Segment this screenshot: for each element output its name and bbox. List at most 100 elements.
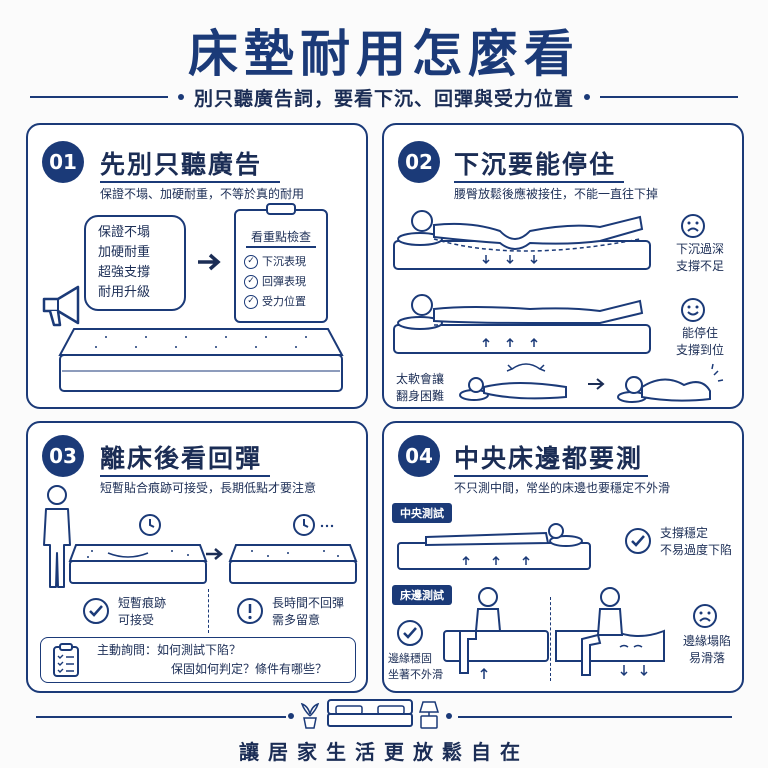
edge-sitting-stable-illustration bbox=[443, 587, 549, 679]
footer-divider-right bbox=[458, 716, 732, 718]
arrow-right-icon bbox=[206, 548, 223, 560]
panel-desc: 腰臀放鬆後應被接住，不能一直往下掉 bbox=[454, 187, 659, 201]
checklist-clipboard: 看重點檢查 ✓ 下沉表現 ✓ 回彈表現 ✓ 受力位置 bbox=[234, 203, 328, 323]
mattress-illustration bbox=[58, 328, 344, 392]
arrow-right-icon bbox=[588, 378, 605, 390]
label-line: 邊緣塌陷 bbox=[682, 634, 731, 648]
checklist-title: 看重點檢查 bbox=[250, 230, 311, 244]
check-icon bbox=[625, 528, 651, 554]
label-sink-bad: 下沉過深 支撐不足 bbox=[664, 241, 736, 275]
standing-person-illustration bbox=[43, 485, 71, 588]
tag-center-test: 中央測試 bbox=[392, 503, 452, 523]
panel-desc: 保證不塌、加硬耐重，不等於真的耐用 bbox=[100, 187, 305, 201]
tag-edge-test: 床邊測試 bbox=[392, 585, 452, 605]
checklist-label: 受力位置 bbox=[262, 295, 306, 308]
title-underline bbox=[100, 475, 270, 477]
divider-left bbox=[30, 96, 168, 98]
panel-title: 先別只聽廣告 bbox=[100, 150, 263, 179]
clock-icon bbox=[293, 514, 334, 536]
divider-dot bbox=[584, 94, 591, 100]
label-edge-good: 邊緣穩固 坐著不外滑 bbox=[388, 651, 443, 683]
happy-face-icon bbox=[681, 298, 705, 322]
label-line: 坐著不外滑 bbox=[388, 668, 443, 681]
label-line: 可接受 bbox=[118, 613, 155, 627]
label-line: 不易過度下陷 bbox=[660, 543, 733, 557]
clipboard-icon bbox=[53, 643, 79, 677]
check-icon: ✓ bbox=[244, 254, 258, 269]
label-line: 支撐不足 bbox=[675, 259, 724, 273]
page-subtitle: 別只聽廣告詞，要看下沉、回彈與受力位置 bbox=[194, 87, 575, 110]
clipboard-clip-icon bbox=[266, 203, 296, 215]
title-underline bbox=[454, 475, 648, 477]
label-line: 短暫痕跡 bbox=[118, 596, 167, 610]
label-edge-bad: 邊緣塌陷 易滑落 bbox=[676, 633, 738, 667]
arrow-right-icon bbox=[198, 253, 221, 271]
ask-box: 主動詢問：如何測試下陷？ 保固如何判定？條件有哪些？ bbox=[40, 637, 356, 683]
panel-sink: 02 下沉要能停住 腰臀放鬆後應被接住，不能一直往下掉 下沉過深 支撐不足 能停… bbox=[382, 123, 744, 409]
label-line: 翻身困難 bbox=[396, 389, 445, 403]
mattress-recovered-illustration bbox=[228, 544, 358, 584]
checklist-divider bbox=[246, 246, 316, 248]
label-line: 支撐到位 bbox=[675, 343, 724, 357]
turned-sleeper-illustration bbox=[617, 363, 724, 403]
lamp-icon bbox=[418, 701, 440, 729]
title-underline bbox=[100, 181, 280, 183]
footer-divider-left bbox=[36, 716, 286, 718]
bed-icon bbox=[327, 699, 413, 727]
checklist-item: ✓ 回彈表現 bbox=[244, 273, 306, 290]
panel-desc: 短暫貼合痕跡可接受，長期低點才要注意 bbox=[100, 481, 317, 495]
footer-text: 讓居家生活更放鬆自在 bbox=[239, 740, 529, 764]
clock-icon bbox=[139, 514, 161, 536]
section-divider bbox=[550, 597, 551, 681]
label-line: 能停住 bbox=[681, 326, 718, 340]
label-center-good: 支撐穩定 不易過度下陷 bbox=[660, 525, 732, 559]
panel-center-edge: 04 中央床邊都要測 不只測中間，常坐的床邊也要穩定不外滑 中央測試 支撐穩定 … bbox=[382, 421, 744, 693]
divider-right bbox=[600, 96, 739, 98]
panel-rebound: 03 離床後看回彈 短暫貼合痕跡可接受，長期低點才要注意 短暫痕跡 可接受 bbox=[26, 421, 368, 693]
panel-title: 下沉要能停住 bbox=[454, 150, 617, 179]
panel-number: 01 bbox=[42, 141, 84, 183]
label-line: 支撐穩定 bbox=[660, 526, 709, 540]
exclamation-icon bbox=[237, 598, 263, 624]
panel-number: 02 bbox=[398, 141, 440, 183]
ad-claim: 超強支撐 bbox=[98, 265, 151, 280]
label-line: 下沉過深 bbox=[675, 242, 724, 256]
label-line: 需多留意 bbox=[272, 613, 321, 627]
label-line: 太軟會讓 bbox=[396, 372, 445, 386]
megaphone-icon bbox=[42, 285, 80, 327]
label-rebound-warn: 長時間不回彈 需多留意 bbox=[272, 595, 344, 629]
panel-ads: 01 先別只聽廣告 保證不塌、加硬耐重，不等於真的耐用 保證不塌 加硬耐重 超強… bbox=[26, 123, 368, 409]
checklist-label: 下沉表現 bbox=[262, 255, 306, 268]
ad-claims-bubble: 保證不塌 加硬耐重 超強支撐 耐用升級 bbox=[84, 215, 186, 311]
check-icon: ✓ bbox=[244, 274, 258, 289]
label-line: 易滑落 bbox=[688, 651, 725, 665]
panel-number: 03 bbox=[42, 435, 84, 477]
ad-claim: 加硬耐重 bbox=[98, 245, 151, 260]
plant-icon bbox=[300, 702, 320, 729]
label-rebound-ok: 短暫痕跡 可接受 bbox=[118, 595, 166, 629]
footer-dot bbox=[288, 713, 294, 719]
ask-label: 主動詢問：如何測試下陷？ bbox=[97, 643, 242, 657]
panel-desc: 不只測中間，常坐的床邊也要穩定不外滑 bbox=[454, 481, 671, 495]
label-line: 長時間不回彈 bbox=[272, 596, 345, 610]
divider-dot bbox=[178, 94, 184, 100]
checklist-item: ✓ 受力位置 bbox=[244, 293, 306, 310]
label-line: 邊緣穩固 bbox=[388, 652, 432, 665]
panel-title: 離床後看回彈 bbox=[100, 444, 263, 473]
sad-face-icon bbox=[693, 604, 717, 628]
panel-title: 中央床邊都要測 bbox=[454, 444, 644, 473]
page-title: 床墊耐用怎麼看 bbox=[188, 25, 580, 83]
checklist-label: 回彈表現 bbox=[262, 275, 306, 288]
sleeper-sinking-illustration bbox=[393, 210, 651, 270]
subtitle-row: 別只聽廣告詞，要看下沉、回彈與受力位置 bbox=[30, 84, 739, 110]
label-sink-good: 能停住 支撐到位 bbox=[664, 325, 736, 359]
label-too-soft: 太軟會讓 翻身困難 bbox=[396, 371, 444, 405]
sad-face-icon bbox=[681, 214, 705, 238]
ad-claim: 耐用升級 bbox=[98, 285, 151, 300]
checklist-item: ✓ 下沉表現 bbox=[244, 253, 306, 270]
panel-number: 04 bbox=[398, 435, 440, 477]
turning-over-illustration bbox=[459, 363, 567, 401]
check-icon bbox=[397, 620, 423, 646]
check-icon bbox=[83, 598, 109, 624]
mattress-imprint-illustration bbox=[68, 544, 208, 584]
